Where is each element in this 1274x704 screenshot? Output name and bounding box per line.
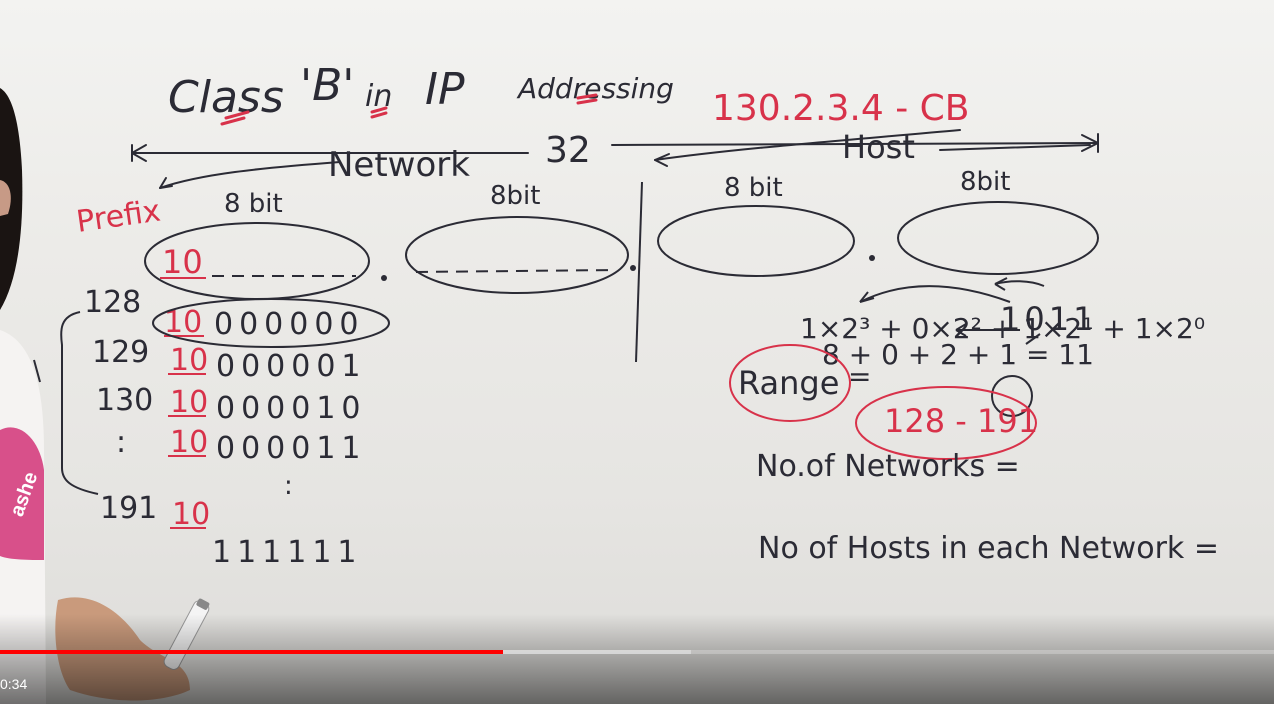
row-decimal: 128 bbox=[84, 285, 141, 320]
title-class: Class bbox=[168, 72, 284, 123]
row128-ellipse bbox=[152, 298, 390, 348]
title-in: in bbox=[365, 79, 392, 114]
progress-bar[interactable] bbox=[0, 650, 1274, 654]
octet3-ellipse bbox=[657, 205, 855, 277]
result-circle bbox=[991, 375, 1033, 417]
octet1-bits: 8 bit bbox=[224, 189, 283, 219]
time-display: 0:34 bbox=[0, 676, 28, 692]
num-hosts: No of Hosts in each Network = bbox=[758, 531, 1219, 566]
bit-span-arrow bbox=[131, 129, 1099, 189]
row-decimal: : bbox=[116, 425, 126, 460]
row-decimal: 129 bbox=[92, 335, 149, 370]
row-bits: 000000 bbox=[214, 307, 365, 342]
calc-line-1: 1×2³ + 0×2² + 1×2¹ + 1×2⁰ bbox=[800, 312, 1205, 345]
row-bits: 000001 bbox=[216, 349, 367, 384]
row-decimal: 130 bbox=[96, 383, 153, 418]
calc-line-2: 8 + 0 + 2 + 1 = 11 bbox=[822, 338, 1094, 371]
total-bits-label: 32 bbox=[545, 130, 591, 171]
octet2-bits: 8bit bbox=[490, 181, 540, 211]
example-ip: 130.2.3.4 - CB bbox=[712, 88, 969, 129]
range-bracket bbox=[60, 311, 99, 495]
octet1-prefix: 10 bbox=[162, 243, 203, 281]
row-prefix: 10 bbox=[172, 497, 210, 532]
row-bits: 111111 bbox=[212, 535, 363, 570]
binary-value: 1011 bbox=[1000, 300, 1097, 338]
num-networks: No.of Networks = bbox=[756, 449, 1020, 484]
range-value: 128 - 191 bbox=[884, 402, 1038, 440]
row-prefix: 10 bbox=[170, 385, 208, 420]
octet-dots bbox=[381, 255, 875, 281]
range-label: Range bbox=[738, 364, 839, 402]
player-controls-gradient bbox=[0, 614, 1274, 704]
octet3-bits: 8 bit bbox=[724, 173, 783, 203]
octet4-bits: 8bit bbox=[960, 167, 1010, 197]
progress-played bbox=[0, 650, 504, 654]
title-ip: IP bbox=[425, 64, 465, 115]
octet2-ellipse bbox=[405, 216, 629, 294]
row-prefix: 10 bbox=[170, 343, 208, 378]
row-vdots: : bbox=[284, 471, 293, 501]
range-equals: = bbox=[848, 360, 871, 393]
range-ellipse bbox=[729, 344, 851, 422]
network-host-divider bbox=[635, 181, 643, 363]
network-label: Network bbox=[328, 145, 470, 185]
prefix-label: Prefix bbox=[74, 194, 162, 240]
range-value-ellipse bbox=[855, 386, 1037, 460]
row-decimal: 191 bbox=[100, 491, 157, 526]
row-bits: 000011 bbox=[216, 431, 367, 466]
title-underlines bbox=[220, 93, 598, 126]
host-label: Host bbox=[842, 128, 915, 166]
row-prefix: 10 bbox=[170, 425, 208, 460]
row-bits: 000010 bbox=[216, 391, 367, 426]
octet4-ellipse bbox=[897, 201, 1099, 275]
title-b: 'B' bbox=[300, 60, 354, 111]
octet-dashes bbox=[212, 269, 617, 277]
calc-arrows bbox=[859, 277, 1045, 345]
